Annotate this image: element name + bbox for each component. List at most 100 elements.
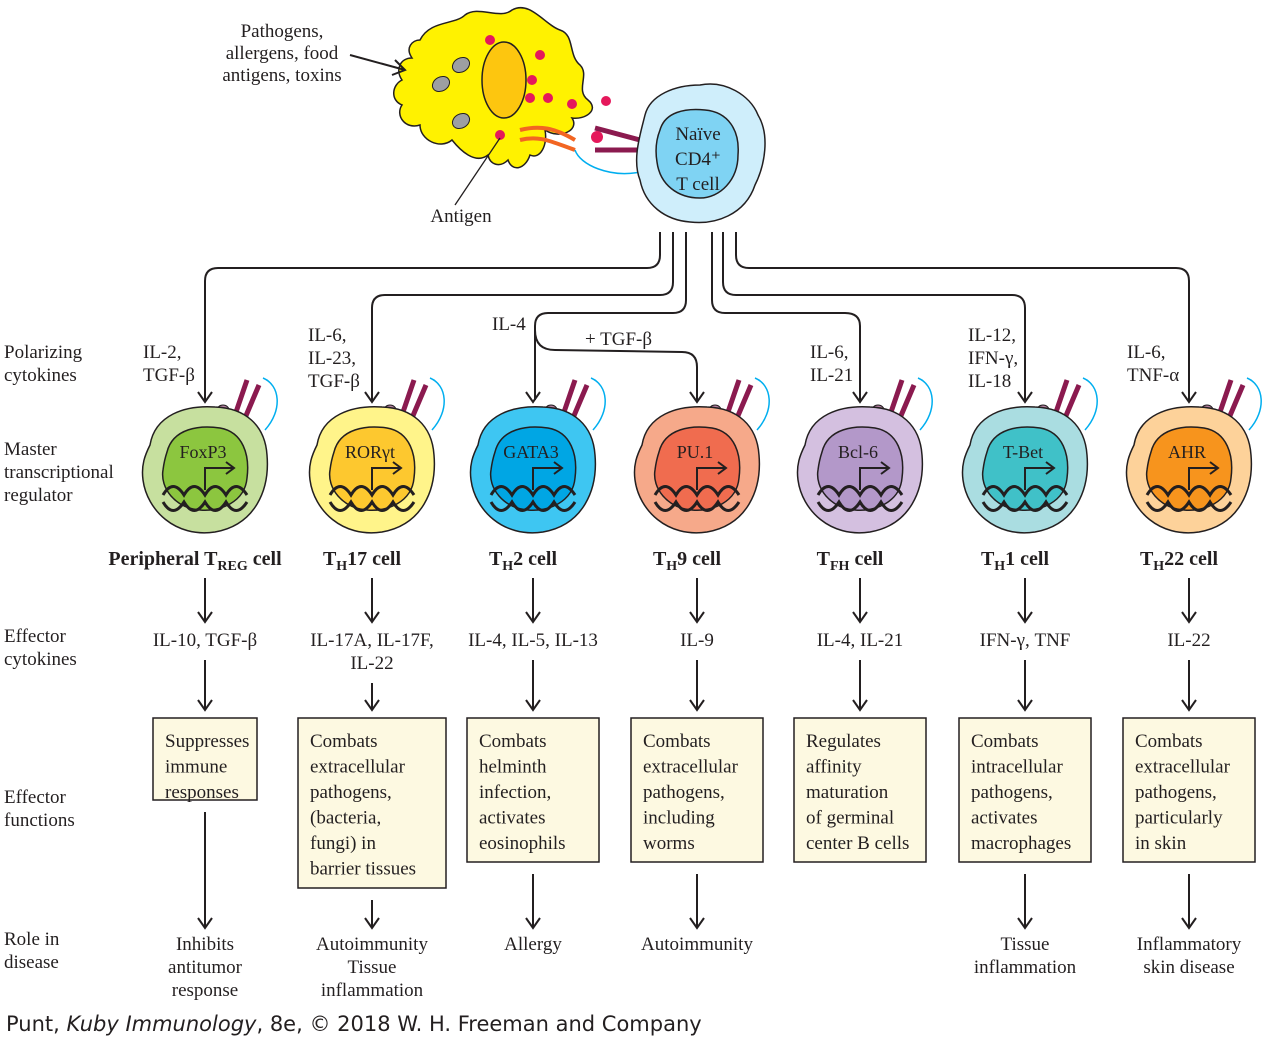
- polarizing-cytokine: IL-4: [492, 314, 526, 335]
- transcription-arrow-icon: [1024, 467, 1053, 490]
- naive-cd4-t-cell: [635, 83, 766, 224]
- dna-helix-icon: [816, 485, 904, 498]
- effector-function-line: infection,: [479, 782, 551, 803]
- master-regulator-label: GATA3: [503, 442, 559, 462]
- master-regulator-label: FoxP3: [179, 442, 226, 462]
- cell-name-th22: TH22 cell: [1140, 548, 1219, 574]
- dna-helix-icon: [161, 485, 249, 498]
- arrowhead-icon: [364, 917, 380, 930]
- effector-function-line: extracellular: [310, 757, 406, 778]
- transcription-arrow-icon: [859, 467, 888, 490]
- dna-helix-icon: [1145, 485, 1233, 498]
- dna-helix-icon: [489, 485, 577, 498]
- cell-name-th1: TH1 cell: [981, 548, 1050, 574]
- branch-line: [534, 329, 698, 400]
- apc-nucleus: [481, 41, 527, 119]
- cd4-coreceptor-icon: [917, 377, 933, 431]
- arrowhead-icon: [525, 391, 541, 404]
- effector-function-line: pathogens,: [310, 782, 392, 803]
- antigen-label: Antigen: [430, 206, 492, 227]
- row-label-disease: Role in: [4, 929, 60, 950]
- transcription-arrow-icon: [696, 467, 725, 490]
- polarizing-cytokine: IL-2,: [143, 342, 182, 363]
- polarizing-cytokine: IL-12,: [968, 325, 1016, 346]
- effector-function-line: barrier tissues: [310, 859, 416, 880]
- arrowhead-icon: [1181, 699, 1197, 712]
- effector-function-box: Combatshelminthinfection,activateseosino…: [466, 717, 600, 863]
- antigen-presenting-cell: [349, 7, 641, 206]
- row-label-effector-functions: functions: [4, 810, 75, 831]
- cell-name-th17: TH17 cell: [323, 548, 402, 574]
- transcription-arrow-icon: [204, 467, 233, 490]
- effector-function-line: maturation: [806, 782, 889, 803]
- row-label-disease: disease: [4, 952, 59, 973]
- disease-role-label: Allergy: [504, 934, 562, 955]
- arrowhead-icon: [1181, 391, 1197, 404]
- antigen-particles: [485, 35, 611, 140]
- dna-helix-icon: [328, 485, 416, 498]
- effector-cytokine-label: IFN-γ, TNF: [980, 630, 1071, 651]
- row-label-polarizing: Polarizing: [4, 342, 83, 363]
- apc-source-label-line: allergens, food: [226, 43, 339, 64]
- tcr-receptor-icon: [232, 379, 262, 419]
- cd4-coreceptor: [574, 149, 641, 175]
- transcription-arrow-icon: [371, 467, 400, 490]
- arrowhead-icon: [525, 699, 541, 712]
- branch-line: [371, 232, 674, 400]
- cell-name-tfh: TFH cell: [817, 548, 884, 574]
- effector-cytokine-label: IL-4, IL-21: [817, 630, 904, 651]
- effector-function-line: Combats: [971, 731, 1039, 752]
- tcr-receptor-icon: [887, 379, 917, 419]
- tcr-receptor-icon: [399, 379, 429, 419]
- effector-function-line: pathogens,: [1135, 782, 1217, 803]
- antigen-dot: [525, 93, 535, 103]
- arrowhead-icon: [364, 391, 380, 404]
- disease-role-label: antitumor: [168, 957, 243, 978]
- effector-function-box: Combatsintracellularpathogens,activatesm…: [958, 717, 1092, 863]
- row-label-effector-cytokines: Effector: [4, 626, 67, 647]
- effector-cytokine-label: IL-22: [350, 653, 393, 674]
- effector-function-line: Combats: [643, 731, 711, 752]
- polarizing-cytokine: IL-6,: [1127, 342, 1166, 363]
- disease-role-label: Tissue: [348, 957, 397, 978]
- antigen-dot: [527, 75, 537, 85]
- antigen-dot: [535, 50, 545, 60]
- polarizing-cytokine: TGF-β: [143, 365, 195, 386]
- arrowhead-icon: [364, 611, 380, 624]
- naive-cell-nucleus: [655, 108, 739, 199]
- effector-function-line: activates: [971, 808, 1037, 829]
- effector-function-box: Combatsextracellularpathogens,particular…: [1122, 717, 1256, 863]
- tcr-receptor-icon: [724, 379, 754, 419]
- effector-function-line: pathogens,: [643, 782, 725, 803]
- naive-cell-label-line: Naïve: [675, 124, 720, 145]
- arrowhead-icon: [197, 611, 213, 624]
- cd4-coreceptor-icon: [1246, 377, 1262, 431]
- arrowhead-icon: [1181, 611, 1197, 624]
- cd4-coreceptor-icon: [754, 377, 770, 431]
- arrowhead-icon: [1017, 917, 1033, 930]
- disease-role-label: response: [172, 980, 238, 1001]
- polarizing-cytokine: IL-23,: [308, 348, 356, 369]
- differentiation-branches: [197, 232, 1197, 404]
- polarizing-cytokine: TGF-β: [308, 371, 360, 392]
- effector-function-line: helminth: [479, 757, 547, 778]
- cd4-coreceptor-icon: [429, 377, 445, 431]
- antigen-dot: [485, 35, 495, 45]
- polarizing-cytokine: IL-6,: [810, 342, 849, 363]
- branch-line: [711, 232, 861, 400]
- effector-function-line: center B cells: [806, 833, 909, 854]
- effector-function-line: fungi) in: [310, 833, 376, 854]
- row-label-effector-cytokines: cytokines: [4, 649, 77, 670]
- effector-function-line: extracellular: [1135, 757, 1231, 778]
- apc-source-label-line: antigens, toxins: [222, 65, 341, 86]
- effector-cytokine-label: IL-22: [1167, 630, 1210, 651]
- cd4-coreceptor-icon: [590, 377, 606, 431]
- naive-cell-label-line: T cell: [676, 174, 719, 195]
